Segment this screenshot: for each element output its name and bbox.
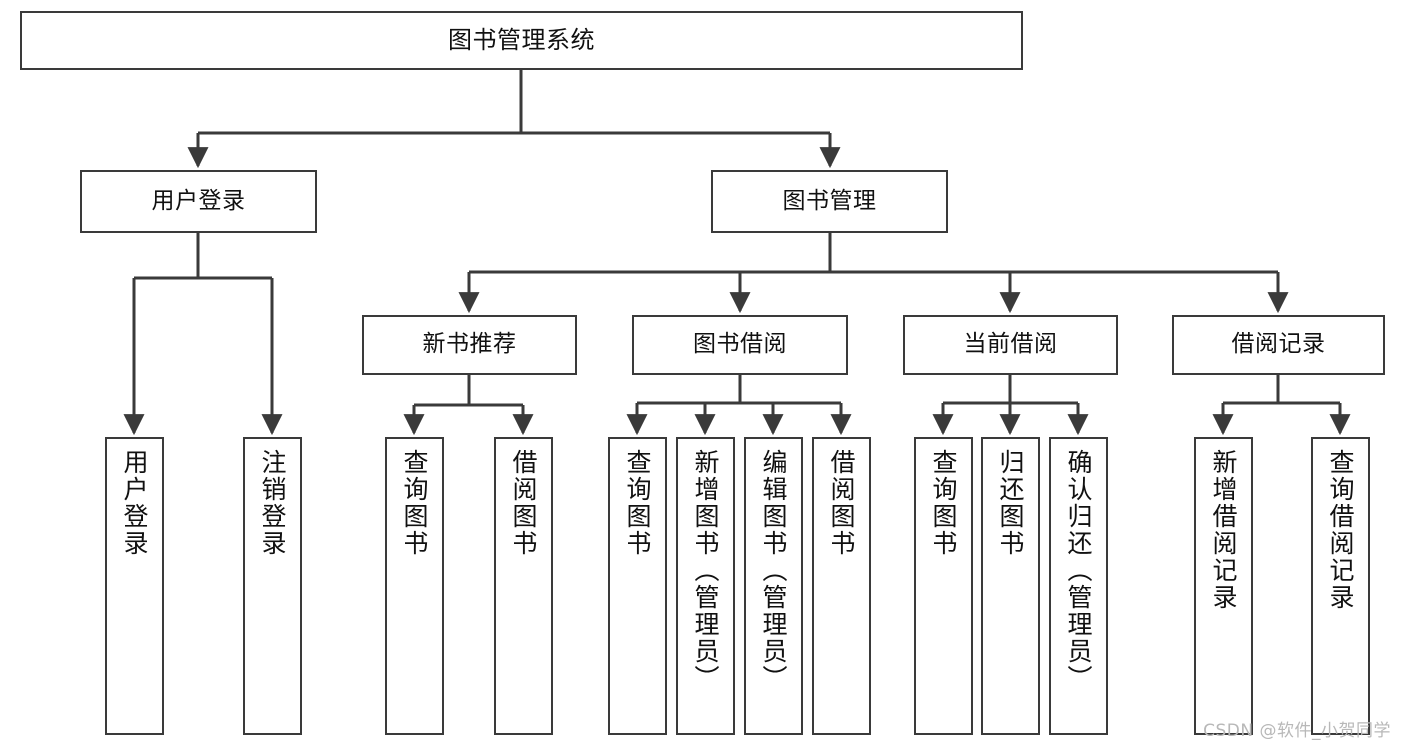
node-book-borrow-label: 图书借阅 — [693, 331, 787, 358]
node-leaf-borrow-query-book-label: 查询图书 — [623, 449, 652, 557]
node-current-borrow-label: 当前借阅 — [963, 331, 1058, 358]
node-user-login[interactable]: 用户登录 — [80, 170, 317, 233]
node-book-management[interactable]: 图书管理 — [711, 170, 948, 233]
node-leaf-edit-book-admin[interactable]: 编辑图书（管理员） — [744, 437, 803, 735]
node-borrow-records[interactable]: 借阅记录 — [1172, 315, 1385, 375]
node-leaf-current-query-book-label: 查询图书 — [929, 449, 958, 557]
node-new-book-recommend-label: 新书推荐 — [422, 331, 517, 358]
node-user-login-label: 用户登录 — [151, 187, 246, 214]
node-borrow-records-label: 借阅记录 — [1231, 331, 1326, 358]
node-leaf-logout[interactable]: 注销登录 — [243, 437, 302, 735]
node-leaf-add-borrow-record-label: 新增借阅记录 — [1209, 449, 1238, 611]
node-new-book-recommend[interactable]: 新书推荐 — [362, 315, 577, 375]
node-leaf-recommend-borrow-book[interactable]: 借阅图书 — [494, 437, 553, 735]
node-leaf-edit-book-admin-label: 编辑图书（管理员） — [759, 449, 788, 692]
node-leaf-borrow-query-book[interactable]: 查询图书 — [608, 437, 667, 735]
node-leaf-logout-label: 注销登录 — [258, 449, 287, 557]
node-leaf-confirm-return-admin[interactable]: 确认归还（管理员） — [1049, 437, 1108, 735]
node-leaf-recommend-borrow-book-label: 借阅图书 — [509, 449, 538, 557]
node-leaf-query-borrow-record[interactable]: 查询借阅记录 — [1311, 437, 1370, 735]
node-root-label: 图书管理系统 — [448, 26, 595, 55]
node-leaf-borrow-book[interactable]: 借阅图书 — [812, 437, 871, 735]
node-leaf-return-book-label: 归还图书 — [996, 449, 1025, 557]
node-current-borrow[interactable]: 当前借阅 — [903, 315, 1118, 375]
node-leaf-user-login-label: 用户登录 — [120, 449, 149, 557]
csdn-watermark: CSDN @软件_小贺同学 — [1203, 721, 1391, 741]
node-leaf-user-login[interactable]: 用户登录 — [105, 437, 164, 735]
node-leaf-return-book[interactable]: 归还图书 — [981, 437, 1040, 735]
node-leaf-query-borrow-record-label: 查询借阅记录 — [1326, 449, 1355, 611]
node-leaf-recommend-query-book[interactable]: 查询图书 — [385, 437, 444, 735]
node-root-book-management-system[interactable]: 图书管理系统 — [20, 11, 1023, 70]
node-leaf-add-book-admin-label: 新增图书（管理员） — [691, 449, 720, 692]
node-leaf-recommend-query-book-label: 查询图书 — [400, 449, 429, 557]
node-leaf-add-book-admin[interactable]: 新增图书（管理员） — [676, 437, 735, 735]
node-leaf-borrow-book-label: 借阅图书 — [827, 449, 856, 557]
node-leaf-current-query-book[interactable]: 查询图书 — [914, 437, 973, 735]
node-leaf-add-borrow-record[interactable]: 新增借阅记录 — [1194, 437, 1253, 735]
node-book-borrow[interactable]: 图书借阅 — [632, 315, 848, 375]
node-leaf-confirm-return-admin-label: 确认归还（管理员） — [1064, 449, 1093, 692]
node-book-management-label: 图书管理 — [782, 187, 877, 214]
